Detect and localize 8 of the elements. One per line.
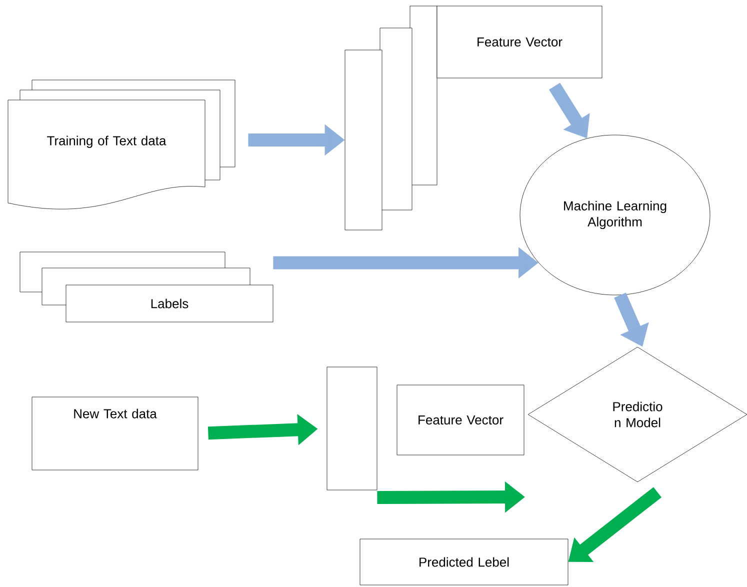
input-box: New Text data bbox=[32, 396, 198, 470]
output-box: Predicted Lebel bbox=[360, 538, 568, 586]
label-stack: Labels bbox=[20, 252, 274, 322]
document-stack: Training of Text data bbox=[8, 80, 236, 210]
node-label: Labels bbox=[151, 298, 188, 308]
vector-box: Feature Vector bbox=[396, 384, 524, 456]
layer-box bbox=[326, 366, 378, 490]
layer-stack bbox=[344, 6, 438, 230]
